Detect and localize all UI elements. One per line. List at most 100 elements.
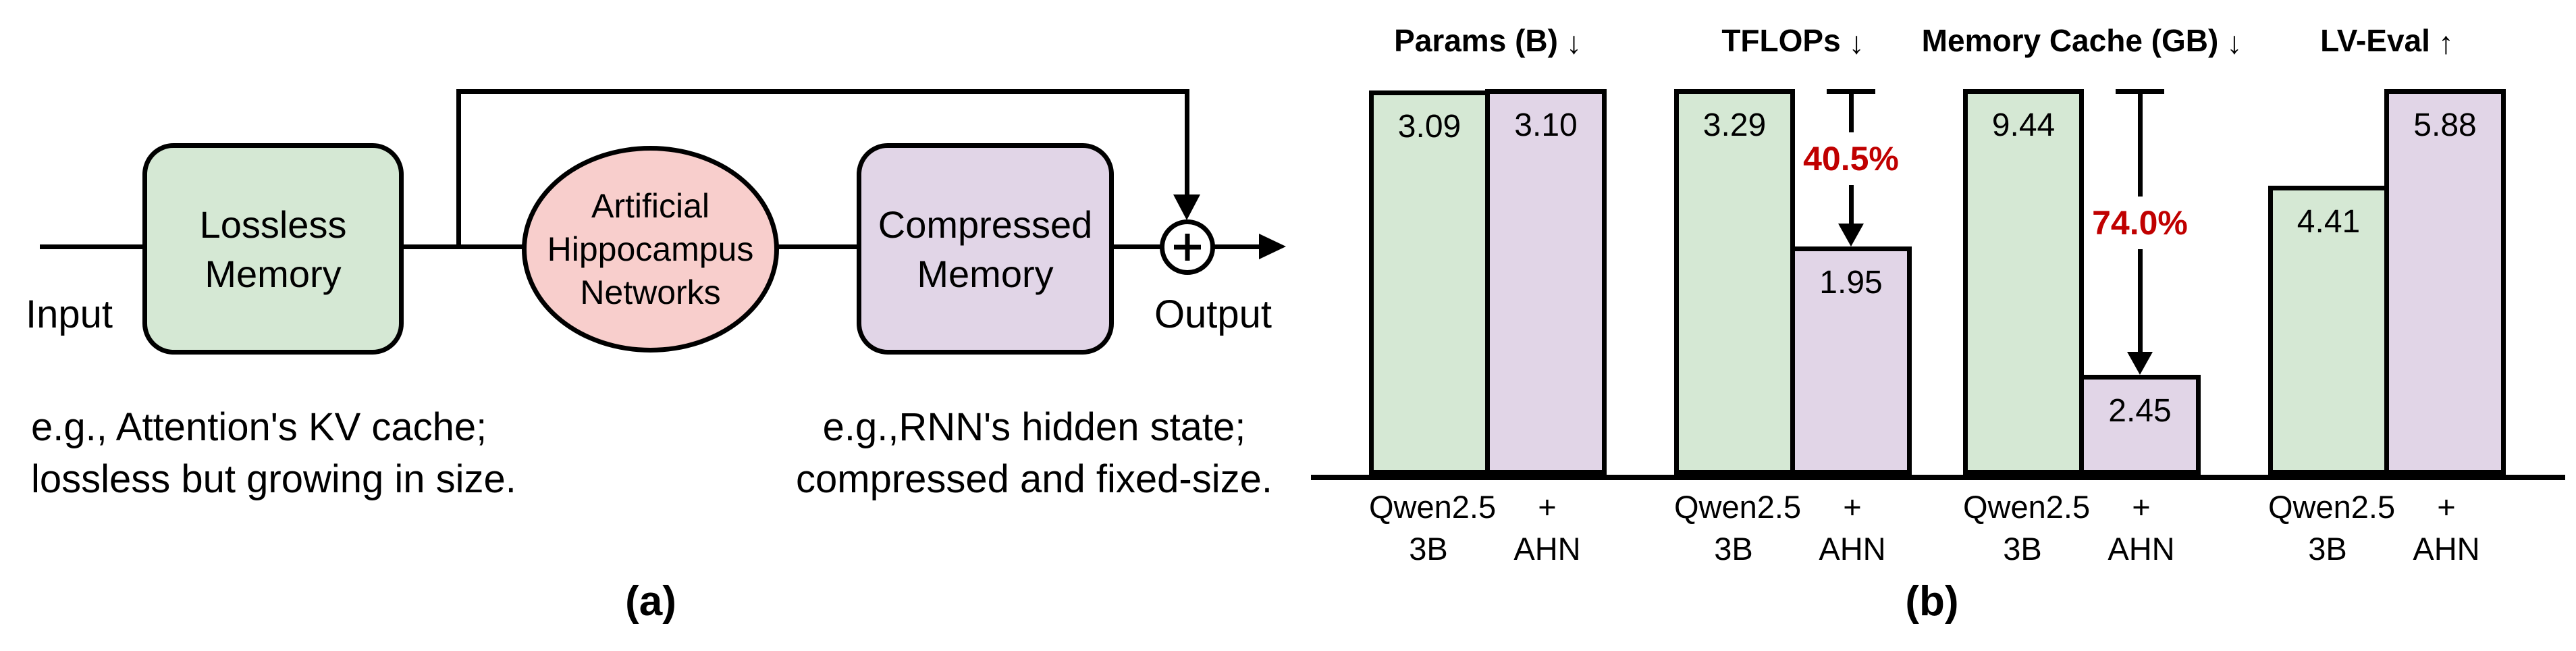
node-compressed-memory: Compressed Memory bbox=[857, 143, 1114, 355]
group-title: Params (B)↓ bbox=[1394, 22, 1582, 60]
node-artificial-hippocampus-networks: Artificial Hippocampus Networks bbox=[522, 146, 779, 353]
group-title: Memory Cache (GB)↓ bbox=[1921, 22, 2243, 60]
bar-value-label: 3.09 bbox=[1397, 108, 1461, 145]
caption-line: e.g., Attention's KV cache; bbox=[31, 405, 487, 449]
lower-is-better-arrow-icon: ↓ bbox=[1848, 25, 1864, 60]
bypass-down-arrowhead-icon bbox=[1173, 194, 1200, 220]
x-label-line: 3B bbox=[2308, 531, 2347, 567]
group-title: TFLOPs↓ bbox=[1721, 22, 1864, 60]
bar-qwen25-3b: 3.09 bbox=[1369, 90, 1490, 475]
caption-line: compressed and fixed-size. bbox=[796, 457, 1272, 501]
bar-value-label: 3.10 bbox=[1514, 107, 1578, 143]
output-label: Output bbox=[1154, 292, 1272, 336]
lower-is-better-arrow-icon: ↓ bbox=[2226, 25, 2243, 60]
higher-is-better-arrow-icon: ↑ bbox=[2438, 25, 2454, 60]
x-label-plus-ahn: + AHN bbox=[1793, 486, 1912, 570]
reduction-percent-label: 74.0% bbox=[2092, 203, 2188, 242]
bar-value-label: 9.44 bbox=[1991, 107, 2056, 143]
x-label-qwen25-3b: Qwen2.5 3B bbox=[1963, 486, 2091, 570]
x-label-line: Qwen2.5 bbox=[2268, 489, 2396, 525]
x-label-plus-ahn: + AHN bbox=[1488, 486, 1607, 570]
reduction-percent-label: 40.5% bbox=[1803, 139, 1899, 178]
metric-name: Params (B) bbox=[1394, 23, 1558, 58]
caption-lossless-memory: e.g., Attention's KV cache; lossless but… bbox=[31, 401, 516, 505]
group-title: LV-Eval↑ bbox=[2320, 22, 2454, 60]
node-label-line: Networks bbox=[580, 274, 721, 311]
chart-group-lv-eval: LV-Eval↑ 4.41 5.88 Qwen2.5 3B + AHN bbox=[2268, 0, 2506, 651]
chart-group-memory-cache: Memory Cache (GB)↓ 9.44 2.45 74.0% Qwen2… bbox=[1922, 0, 2243, 651]
x-label-line: Qwen2.5 bbox=[1369, 489, 1497, 525]
metric-name: LV-Eval bbox=[2320, 23, 2430, 58]
annotation-cap-line bbox=[2116, 89, 2164, 94]
x-label-line: + bbox=[1538, 489, 1557, 525]
sum-node bbox=[1160, 219, 1215, 275]
panel-b-label: (b) bbox=[1905, 578, 1959, 625]
panel-a-diagram: Lossless Memory Artificial Hippocampus N… bbox=[26, 89, 1286, 625]
x-label-qwen25-3b: Qwen2.5 3B bbox=[1369, 486, 1497, 570]
annotation-stem-line bbox=[1848, 94, 1854, 132]
x-label-plus-ahn: + AHN bbox=[2082, 486, 2201, 570]
node-label-line: Memory bbox=[205, 252, 342, 295]
node-lossless-memory: Lossless Memory bbox=[142, 143, 404, 355]
bar-value-label: 1.95 bbox=[1819, 264, 1883, 301]
annotation-stem-line bbox=[2137, 94, 2143, 197]
output-right-arrowhead-icon bbox=[1259, 234, 1286, 259]
x-label-line: AHN bbox=[2108, 531, 2175, 567]
lower-is-better-arrow-icon: ↓ bbox=[1565, 25, 1582, 60]
x-label-qwen25-3b: Qwen2.5 3B bbox=[2268, 486, 2396, 570]
bar-plus-ahn: 1.95 bbox=[1790, 246, 1912, 475]
caption-line: e.g.,RNN's hidden state; bbox=[822, 405, 1246, 449]
bar-qwen25-3b: 9.44 bbox=[1963, 89, 2084, 475]
bar-plus-ahn: 3.10 bbox=[1485, 89, 1607, 475]
chart-group-tflops: TFLOPs↓ 3.29 1.95 40.5% Qwen2.5 3B bbox=[1674, 0, 1912, 651]
x-label-line: + bbox=[2132, 489, 2151, 525]
x-label-line: Qwen2.5 bbox=[1674, 489, 1802, 525]
down-arrowhead-icon bbox=[1838, 223, 1864, 246]
x-label-qwen25-3b: Qwen2.5 3B bbox=[1674, 486, 1802, 570]
reduction-annotation: 40.5% bbox=[1790, 89, 1912, 246]
x-label-line: 3B bbox=[2003, 531, 2042, 567]
x-label-line: Qwen2.5 bbox=[1963, 489, 2091, 525]
node-label-line: Hippocampus bbox=[547, 230, 754, 268]
down-arrowhead-icon bbox=[2127, 351, 2153, 375]
x-label-line: AHN bbox=[2413, 531, 2480, 567]
node-label-line: Lossless bbox=[199, 203, 347, 246]
bar-value-label: 5.88 bbox=[2413, 107, 2477, 143]
node-label-line: Memory bbox=[917, 252, 1054, 295]
caption-line: lossless but growing in size. bbox=[31, 457, 516, 501]
caption-compressed-memory: e.g.,RNN's hidden state; compressed and … bbox=[796, 401, 1272, 505]
bar-value-label: 3.29 bbox=[1702, 107, 1767, 143]
x-label-line: + bbox=[2437, 489, 2456, 525]
x-label-line: + bbox=[1843, 489, 1862, 525]
node-label-line: Artificial bbox=[591, 187, 710, 225]
bar-area: 4.41 5.88 bbox=[2268, 89, 2506, 475]
x-label-line: AHN bbox=[1819, 531, 1886, 567]
bar-plus-ahn: 2.45 bbox=[2079, 374, 2201, 475]
x-label-line: 3B bbox=[1409, 531, 1448, 567]
x-label-line: AHN bbox=[1513, 531, 1581, 567]
input-label: Input bbox=[26, 292, 113, 336]
bypass-drop-line bbox=[1185, 89, 1189, 196]
annotation-stem-line bbox=[1848, 184, 1854, 224]
chart-group-params: Params (B)↓ 3.09 3.10 Qwen2.5 3B + AHN bbox=[1369, 0, 1607, 651]
bar-qwen25-3b: 3.29 bbox=[1674, 89, 1795, 475]
bar-value-label: 4.41 bbox=[2297, 203, 2361, 240]
node-label-line: Compressed bbox=[878, 203, 1093, 246]
panel-b-bar-chart: Params (B)↓ 3.09 3.10 Qwen2.5 3B + AHN T… bbox=[1288, 0, 2576, 651]
bar-area: 9.44 2.45 74.0% bbox=[1963, 89, 2201, 475]
bar-plus-ahn: 5.88 bbox=[2384, 89, 2506, 475]
metric-name: Memory Cache (GB) bbox=[1921, 23, 2219, 58]
bar-area: 3.09 3.10 bbox=[1369, 89, 1607, 475]
annotation-stem-line bbox=[2137, 249, 2143, 352]
bypass-top-line bbox=[456, 89, 1189, 94]
x-label-line: 3B bbox=[1714, 531, 1753, 567]
annotation-cap-line bbox=[1827, 89, 1875, 94]
bypass-riser-line bbox=[456, 89, 461, 249]
panel-a-label: (a) bbox=[625, 578, 676, 625]
x-label-plus-ahn: + AHN bbox=[2387, 486, 2506, 570]
bar-area: 3.29 1.95 40.5% bbox=[1674, 89, 1912, 475]
metric-name: TFLOPs bbox=[1721, 23, 1841, 58]
bar-qwen25-3b: 4.41 bbox=[2268, 185, 2389, 475]
x-axis-baseline bbox=[1311, 475, 2565, 480]
reduction-annotation: 74.0% bbox=[2079, 89, 2201, 375]
